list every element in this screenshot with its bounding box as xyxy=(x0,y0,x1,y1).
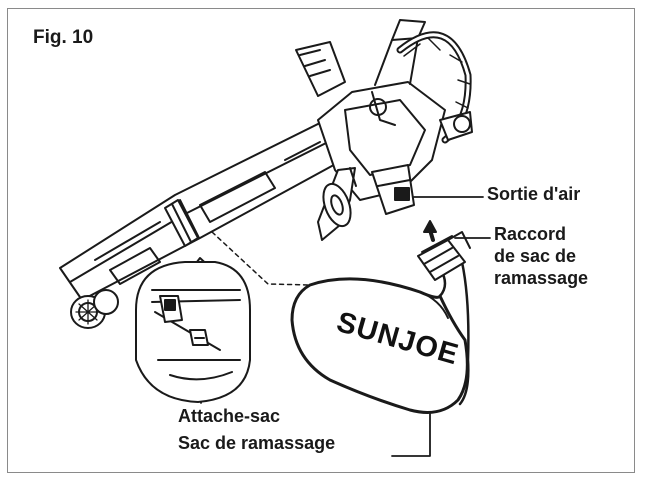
bag-connector-label-line-3: ramassage xyxy=(494,268,589,288)
collection-bag-leader xyxy=(391,413,431,457)
attachment-dashed-line xyxy=(211,231,311,286)
air-outlet-label: Sortie d'air xyxy=(487,184,581,204)
bag-connector xyxy=(417,231,471,281)
bag-clip-label: Attache-sac xyxy=(178,406,281,426)
collection-bag-illustration xyxy=(290,248,470,414)
lower-lever xyxy=(317,167,357,241)
bag-connector-label-line-1: Raccord xyxy=(494,224,567,244)
handle-loop xyxy=(396,31,473,144)
bag-connector-label-line-2: de sac de xyxy=(494,246,577,266)
collection-bag-label: Sac de ramassage xyxy=(178,433,336,453)
nozzle-wheel xyxy=(70,289,119,329)
detail-magnifier-callout xyxy=(135,257,251,403)
bag-connector-label: Raccord de sac de ramassage xyxy=(494,223,588,289)
insert-arrow-icon xyxy=(423,220,437,242)
tube-coupling-ring xyxy=(164,199,200,247)
air-outlet xyxy=(371,164,415,215)
figure-title: Fig. 10 xyxy=(33,27,94,48)
